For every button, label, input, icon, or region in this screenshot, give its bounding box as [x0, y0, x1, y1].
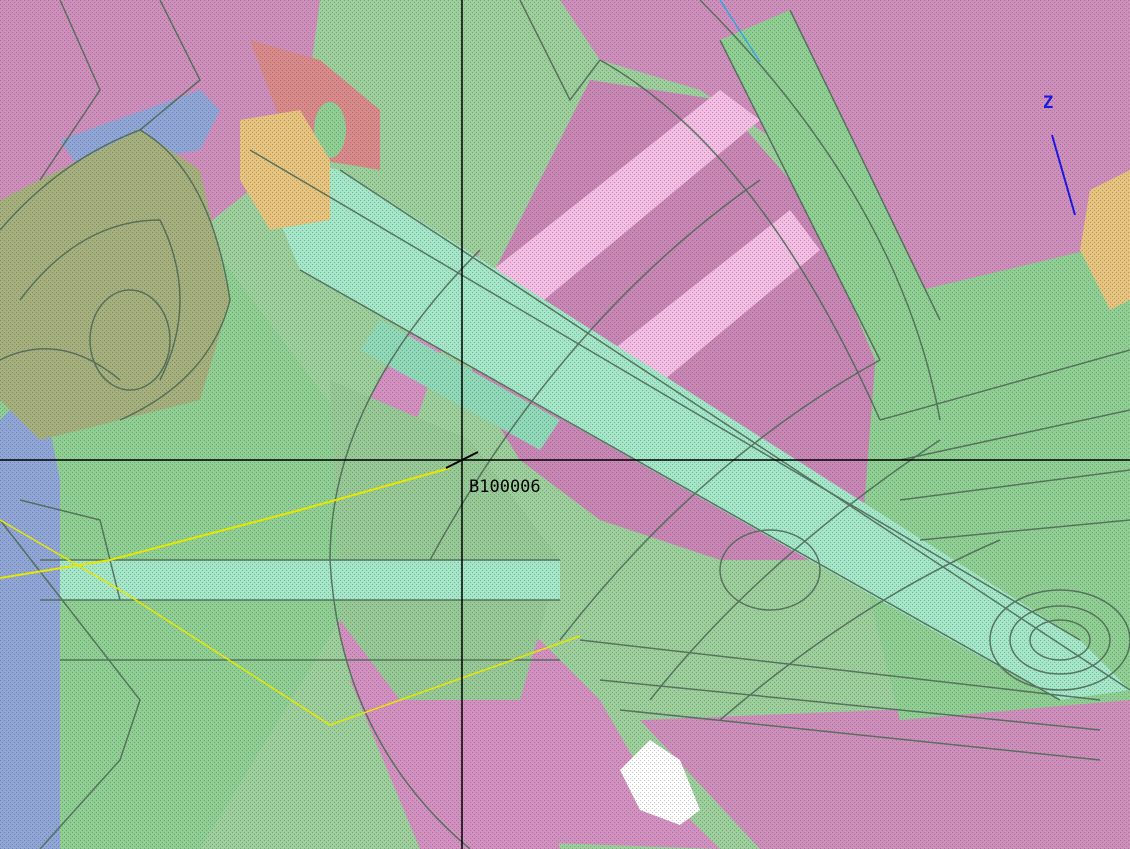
- yellow-wire-loop: [0, 519, 581, 726]
- node-marker: [445, 451, 479, 469]
- z-axis-line: [1051, 134, 1076, 216]
- cyan-axis-line: [719, 0, 761, 63]
- z-axis-label: Z: [1043, 93, 1053, 113]
- yellow-wire-path: [0, 467, 451, 579]
- node-label: B100006: [469, 477, 541, 497]
